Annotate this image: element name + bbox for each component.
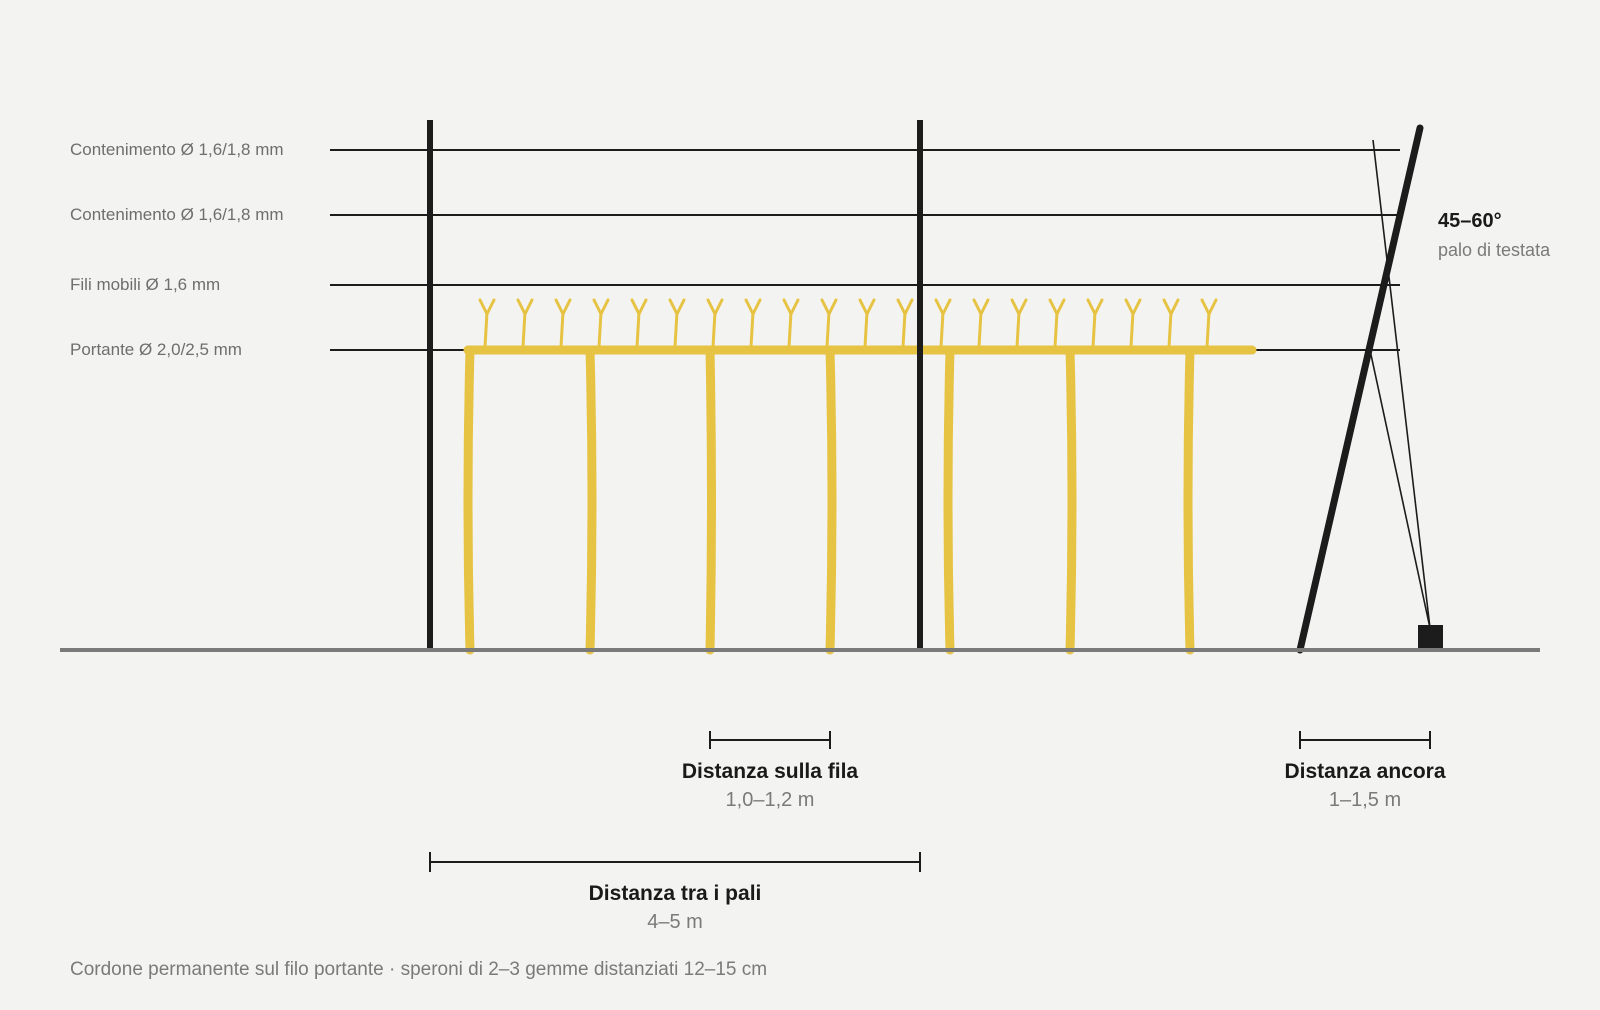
wire-label-carrier: Portante Ø 2,0/2,5 mm [70, 340, 242, 359]
spur [1162, 298, 1180, 349]
anchor-distance-dimension [1299, 731, 1431, 749]
spur [896, 298, 914, 349]
wire-label-movable: Fili mobili Ø 1,6 mm [70, 275, 220, 294]
spur [478, 298, 496, 349]
post-spacing-value: 4–5 m [647, 911, 703, 933]
vine-trunk [705, 345, 716, 655]
plant-spacing-value: 1,0–1,2 m [726, 789, 815, 811]
spurs [478, 298, 1218, 349]
post-spacing-title: Distanza tra i pali [589, 882, 762, 905]
spur [554, 298, 572, 349]
angle-value: 45–60° [1438, 210, 1502, 232]
plant-spacing-title: Distanza sulla fila [682, 760, 859, 783]
vine-trunk [585, 345, 597, 655]
end-post [1296, 124, 1424, 654]
angle-label: palo di testata [1438, 240, 1551, 260]
anchor-distance-value: 1–1,5 m [1329, 789, 1401, 811]
spur [516, 298, 534, 349]
spur [1124, 298, 1142, 349]
vines [463, 345, 1257, 655]
spur [972, 298, 990, 349]
vine-trunk [1183, 345, 1195, 655]
spur [820, 298, 838, 349]
vine-trunk [943, 345, 955, 655]
spur [782, 298, 800, 349]
posts [427, 120, 923, 650]
spur [934, 298, 952, 349]
spur [1200, 298, 1218, 349]
spur [744, 298, 762, 349]
spur [858, 298, 876, 349]
spur [630, 298, 648, 349]
spur [668, 298, 686, 349]
vine-trunk [463, 345, 475, 655]
plant-spacing-dimension [709, 731, 831, 749]
wires [330, 149, 1400, 351]
vine-trunk [825, 345, 837, 655]
vine-trunk [1065, 345, 1077, 655]
end-post-stay [1372, 139, 1431, 629]
post-spacing-dimension [429, 852, 921, 872]
spur [1048, 298, 1066, 349]
anchor-block [1418, 625, 1443, 650]
end-post-assembly [1296, 124, 1443, 654]
caption: Cordone permanente sul filo portante · s… [70, 959, 767, 980]
spur [706, 298, 724, 349]
spur [592, 298, 610, 349]
carrier-stay [1369, 349, 1431, 629]
wire-label-containment-1: Contenimento Ø 1,6/1,8 mm [70, 140, 284, 159]
spur [1010, 298, 1028, 349]
spur [1086, 298, 1104, 349]
wire-label-containment-2: Contenimento Ø 1,6/1,8 mm [70, 205, 284, 224]
anchor-distance-title: Distanza ancora [1284, 760, 1445, 783]
